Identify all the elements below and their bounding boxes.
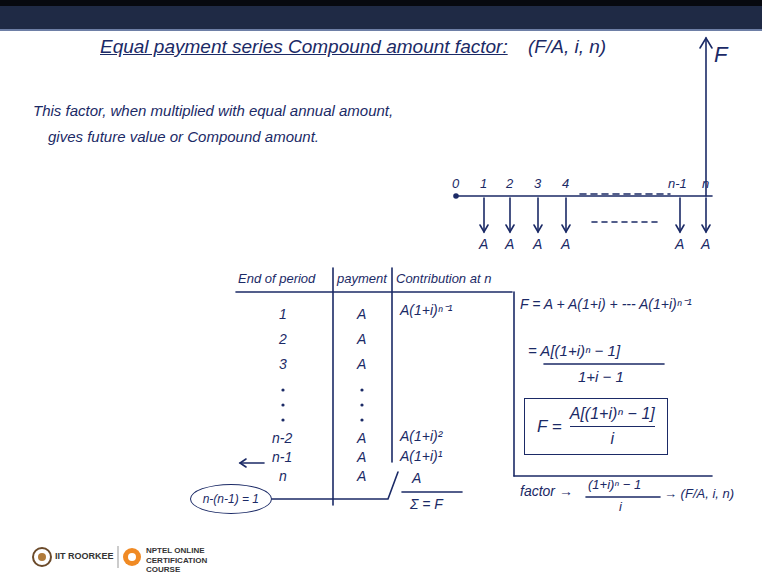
footer-bar [0,540,762,579]
table-cell: 3 [279,356,287,372]
table-cell: A(1+i)¹ [400,448,442,464]
table-cell: 2 [279,331,287,347]
nptel-logo [123,548,141,566]
period-number: 1 [480,177,487,192]
table-cell: A [357,449,366,465]
time-dashes [580,193,670,195]
header-line [0,29,762,31]
equation-text: A[(1+i)ⁿ − 1] [570,405,655,427]
ellipsis-dots [281,388,363,421]
footer-text: IIT ROORKEE [55,551,114,561]
table-cell: A [357,306,366,322]
time-origin [454,194,458,198]
future-value-label: F [714,42,727,67]
table-header: End of period [238,272,315,287]
footer-text: NPTEL ONLINE CERTIFICATION COURSE [146,546,228,575]
table-rule [236,291,512,293]
arrow-head [240,459,246,467]
table-cell: A [412,470,421,486]
note-text: This factor, when multiplied with equal … [33,102,393,119]
table-cell: 1 [279,306,287,322]
time-line [456,195,712,197]
note-text: gives future value or Compound amount. [48,128,319,145]
table-cell: A [357,468,366,484]
payment-label: A [561,236,570,252]
iit-logo [33,548,51,566]
table-cell: A(1+i)ⁿ⁻¹ [400,302,453,318]
equation-text: → (F/A, i, n) [664,487,734,502]
payment-label: A [479,236,488,252]
pointer-arrow [240,462,264,464]
equation-text: i [610,430,614,448]
table-rule [391,268,393,462]
divider-line [513,292,515,476]
leader-line [272,472,398,499]
factor-notation: (F/A, i, n) [528,36,606,58]
table-cell: A [357,356,366,372]
payment-label: A [701,236,710,252]
equation-text: factor → [520,483,573,499]
equation-text: 1+i − 1 [578,368,624,385]
period-number: 3 [534,177,541,192]
period-number: n-1 [668,177,687,192]
period-number: 2 [506,177,513,192]
table-header: Contribution at n [396,272,491,287]
fraction-bar [544,363,664,365]
table-cell: A [357,430,366,446]
period-number: 0 [452,177,459,192]
table-cell: n [279,468,287,484]
equation-text: (1+i)ⁿ − 1 [588,478,641,493]
iit-logo [38,553,46,561]
fraction-bar [586,496,660,498]
payment-label: A [505,236,514,252]
footer-divider [118,546,119,568]
arrow-head [700,38,712,48]
equation-text: F = A + A(1+i) + --- A(1+i)ⁿ⁻¹ [520,296,692,312]
fraction: A[(1+i)ⁿ − 1] i [570,405,655,448]
equation-text: i [619,500,622,515]
table-cell: n-1 [272,449,292,465]
future-arrow [705,38,707,196]
header-bar [0,0,762,31]
nptel-logo [128,553,136,561]
table-cell: A [357,331,366,347]
period-number: n [702,177,709,192]
table-header: payment [337,272,387,287]
header-edge [0,0,762,6]
table-rule [332,268,334,505]
sum-rule [402,491,462,493]
circled-note: n-(n-1) = 1 [190,484,272,514]
equation-text: F = [537,417,562,437]
table-cell: Σ = F [410,496,443,512]
payment-label: A [533,236,542,252]
payment-label: A [675,236,684,252]
payment-arrows [480,198,710,232]
slide-title: Equal payment series Compound amount fac… [100,36,508,58]
period-number: 4 [562,177,569,192]
table-cell: n-2 [272,430,292,446]
equation-text: = A[(1+i)ⁿ − 1] [528,342,620,359]
divider-line [514,475,712,477]
time-dashes [592,221,662,223]
table-cell: A(1+i)² [400,428,442,444]
equation-text: n-(n-1) = 1 [203,492,259,506]
formula-box: F = A[(1+i)ⁿ − 1] i [524,398,668,455]
